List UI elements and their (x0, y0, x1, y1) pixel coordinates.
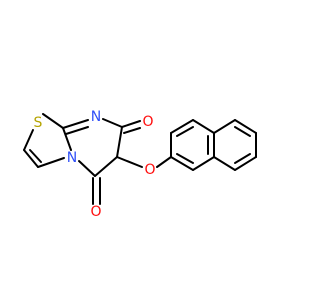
bond-naph-3 (192, 119, 215, 134)
bond-naph-8-inner (234, 126, 251, 137)
bond-naph-10 (234, 156, 257, 171)
bond-c6-o-ether (116, 156, 143, 168)
bond-c7-o-top-double (123, 127, 141, 134)
molecule-structure: S N N O O O (23, 109, 257, 220)
bond-naph-8 (234, 119, 257, 134)
atom-oxygen-carbonyl-top: O (142, 114, 153, 130)
bond-n4-c8a (62, 127, 72, 151)
atom-nitrogen-imine: N (91, 109, 101, 125)
bond-c8a-n8-double (65, 126, 89, 135)
bond-c7-c6 (116, 126, 123, 158)
bond-c2-c3 (23, 149, 39, 168)
atom-nitrogen-bridge: N (67, 150, 77, 166)
bond-c8a-n8 (62, 119, 89, 129)
atom-sulfur: S (34, 115, 43, 131)
bond-s-c2 (23, 129, 34, 151)
bond-c3-n4 (37, 157, 65, 168)
molecule-canvas: S N N O O O (23, 109, 257, 220)
bond-c2-c3-inner (29, 149, 42, 163)
bond-o-ether-naph (156, 156, 172, 168)
bond-naph-2-inner (176, 126, 194, 137)
bond-naph-7 (213, 119, 236, 134)
bond-c6-c5 (94, 156, 118, 177)
atom-oxygen-carbonyl-bottom: O (90, 204, 101, 220)
bond-s-c8a (42, 113, 64, 129)
bond-naph-11 (213, 156, 236, 171)
bond-naph-5 (192, 156, 215, 171)
atom-oxygen-ether: O (144, 162, 155, 178)
bond-naph-6 (170, 156, 194, 171)
bond-naph-6-inner (176, 153, 194, 164)
bond-naph-10-inner (234, 153, 251, 164)
bond-c5-n4 (78, 160, 96, 177)
bond-n8-c7 (102, 118, 123, 128)
bond-naph-2 (170, 119, 194, 134)
bond-c7-o-top (121, 120, 141, 128)
